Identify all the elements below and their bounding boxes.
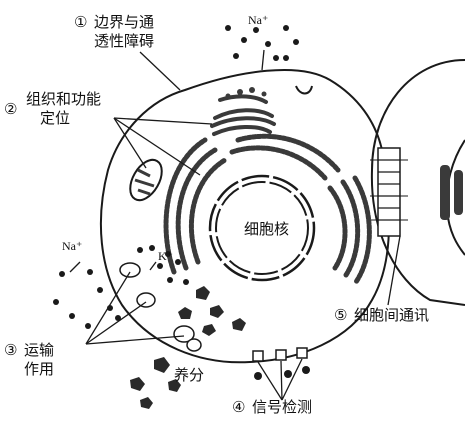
endoplasmic-reticulum <box>166 136 369 282</box>
ions-left-outside <box>53 269 121 329</box>
label-transport: ③ 运输 作用 <box>4 341 54 378</box>
label-organization-line2: 定位 <box>40 109 70 127</box>
label-signal: ④ 信号检测 <box>232 398 312 416</box>
label-boundary: ① 边界与通 透性障碍 <box>74 13 154 50</box>
label-transport-number: ③ <box>4 341 17 359</box>
label-boundary-number: ① <box>74 13 87 31</box>
label-signal-number: ④ <box>232 398 245 416</box>
neighbor-er <box>440 165 463 220</box>
label-organization: ② 组织和功能 定位 <box>4 90 101 127</box>
label-boundary-line2: 透性障碍 <box>94 32 154 50</box>
label-transport-line1: 运输 <box>24 341 54 359</box>
label-boundary-line1: 边界与通 <box>94 13 154 31</box>
golgi-apparatus <box>212 96 274 134</box>
label-organization-line1: 组织和功能 <box>26 90 101 108</box>
nucleus-label: 细胞核 <box>244 220 289 238</box>
label-transport-line2: 作用 <box>24 360 54 378</box>
ion-na-top: Na⁺ <box>248 13 268 27</box>
label-signal-text: 信号检测 <box>252 398 312 416</box>
ion-k: K⁺ <box>158 249 173 263</box>
gap-junction <box>370 148 408 236</box>
mitochondrion <box>124 154 169 205</box>
membrane-pit <box>296 86 312 94</box>
receptors <box>253 348 307 361</box>
label-communication-text: 细胞间通讯 <box>354 306 429 324</box>
label-communication-number: ⑤ <box>334 306 347 324</box>
label-communication: ⑤ 细胞间通讯 <box>334 306 429 324</box>
label-organization-number: ② <box>4 100 17 118</box>
leader-lines <box>70 50 400 400</box>
ion-na-left: Na⁺ <box>62 239 82 253</box>
label-nutrient: 养分 <box>174 366 204 384</box>
na-ions-top <box>225 25 299 61</box>
